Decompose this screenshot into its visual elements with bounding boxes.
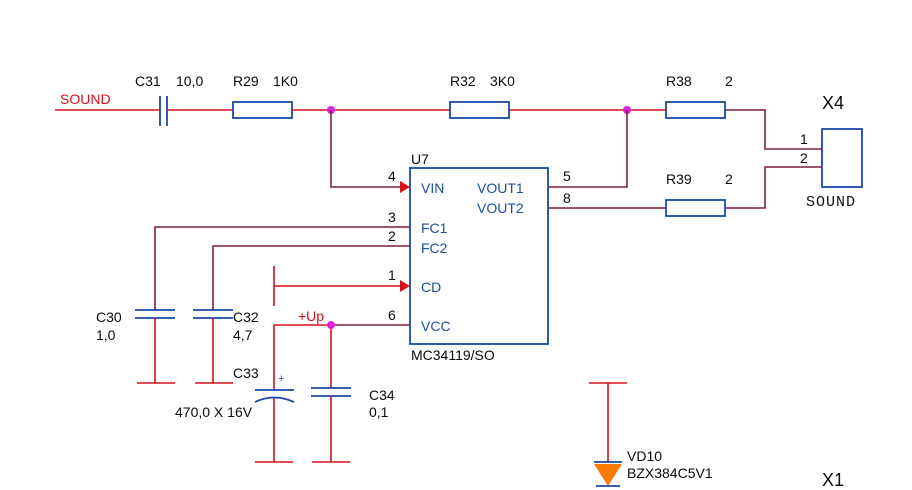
pin-name-vout1: VOUT1 [477, 180, 524, 196]
c32-ref: C32 [233, 309, 259, 325]
net-label-vcc: +Up [298, 308, 324, 324]
pin-name-vin: VIN [421, 180, 444, 196]
pin-num-fc1: 3 [388, 209, 396, 225]
net-label-sound: SOUND [60, 91, 111, 107]
c31-ref: C31 [135, 73, 161, 89]
pin-num-vout1: 5 [563, 168, 571, 184]
capacitor-c34 [311, 387, 351, 397]
wire-fc2 [212, 245, 410, 310]
wire-r39-x4 [725, 166, 822, 209]
r29-value: 1K0 [273, 73, 298, 89]
c31-value: 10,0 [176, 73, 203, 89]
capacitor-c33 [254, 389, 295, 403]
r39-ref: R39 [666, 171, 692, 187]
wire-r38-x4 [725, 109, 822, 150]
vd10-ref: VD10 [627, 448, 662, 464]
resistor-r38 [665, 101, 726, 119]
pin-name-vcc: VCC [421, 318, 451, 334]
x4-pin2: 2 [800, 150, 808, 166]
pin-num-vout2: 8 [563, 190, 571, 206]
c32-value: 4,7 [233, 327, 253, 343]
ic-u7 [409, 167, 549, 345]
r32-value: 3K0 [490, 73, 515, 89]
resistor-r29 [232, 101, 293, 119]
arrow-vin [400, 181, 410, 193]
resistor-r32 [449, 101, 510, 119]
pin-name-fc1: FC1 [421, 220, 448, 236]
pin-num-cd: 1 [388, 267, 396, 283]
capacitor-c32 [193, 309, 233, 319]
pin-num-fc2: 2 [388, 228, 396, 244]
vd10-part: BZX384C5V1 [627, 465, 713, 481]
capacitor-c30 [135, 309, 175, 319]
c30-value: 1,0 [96, 327, 116, 343]
arrow-cd [400, 280, 410, 292]
resistor-r39 [665, 199, 726, 217]
r39-value: 2 [725, 171, 733, 187]
pin-name-cd: CD [421, 279, 441, 295]
pin-num-vcc: 6 [388, 307, 396, 323]
c34-ref: C34 [369, 387, 395, 403]
wire-vout1 [548, 110, 628, 188]
r32-ref: R32 [450, 73, 476, 89]
r38-ref: R38 [666, 73, 692, 89]
wire-fc1 [154, 226, 410, 310]
wire-vcc-c33 [273, 324, 331, 390]
pin-name-vout2: VOUT2 [477, 200, 524, 216]
x1-ref: X1 [822, 470, 844, 490]
c33-value: 470,0 X 16V [175, 404, 253, 420]
r38-value: 2 [725, 73, 733, 89]
c34-value: 0,1 [369, 404, 389, 420]
pin-name-fc2: FC2 [421, 240, 448, 256]
x4-ref: X4 [822, 93, 844, 113]
x4-pin1: 1 [800, 131, 808, 147]
capacitor-c31 [159, 96, 168, 126]
junction-dot [327, 321, 335, 329]
connector-x4 [821, 128, 863, 188]
x4-name: SOUND [806, 194, 856, 211]
c33-ref: C33 [233, 365, 259, 381]
pin-num-vin: 4 [388, 168, 396, 184]
diode-vd10 [594, 464, 622, 486]
c33-polarity: + [278, 373, 284, 385]
wire-to-vin [330, 110, 400, 188]
r29-ref: R29 [233, 73, 259, 89]
u7-ref: U7 [411, 151, 429, 167]
c30-ref: C30 [96, 309, 122, 325]
u7-part: MC34119/SO [411, 347, 495, 363]
